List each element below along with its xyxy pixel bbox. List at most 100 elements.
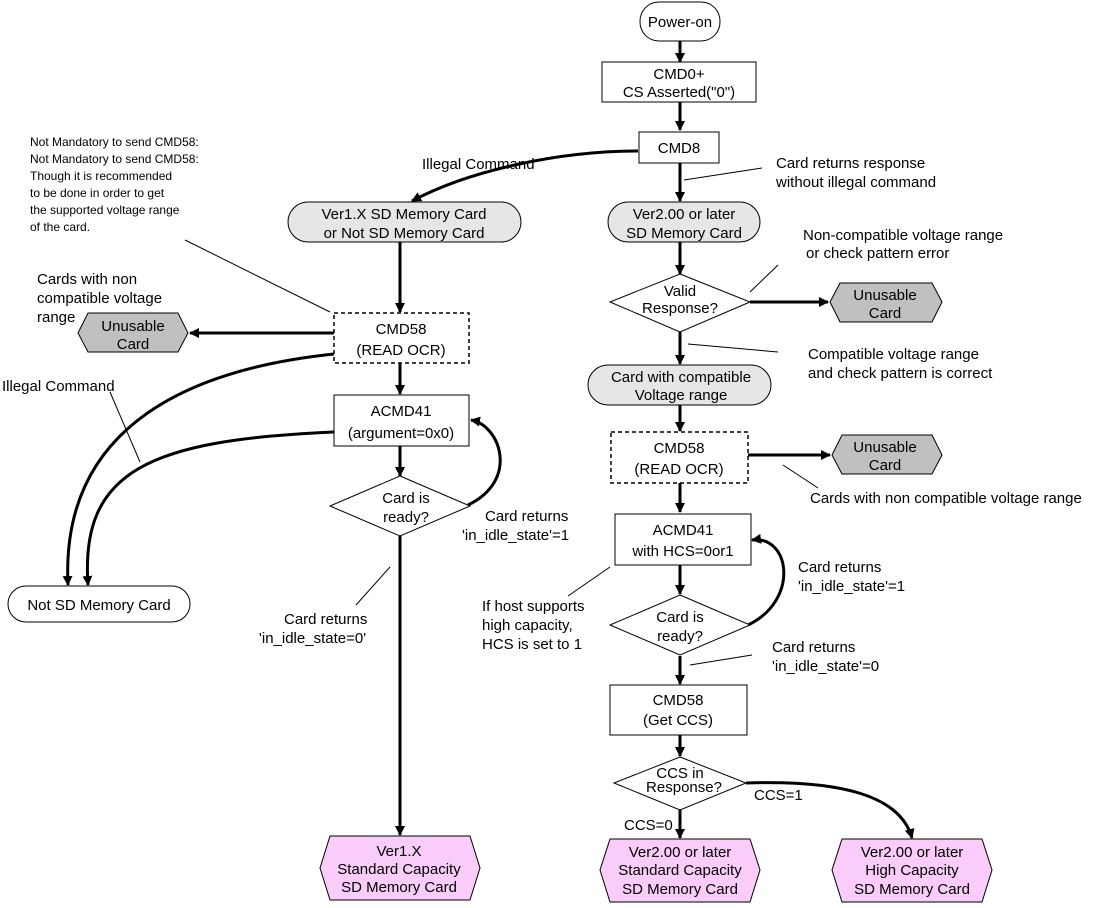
illegal-command-left-label: Illegal Command bbox=[2, 378, 115, 395]
unusable-left-line2: Card bbox=[117, 336, 150, 353]
idle1-right-line2: 'in_idle_state'=1 bbox=[798, 578, 905, 595]
cmd58-read-ocr-right: CMD58 (READ OCR) bbox=[610, 431, 749, 484]
card-returns-response-line1: Card returns response bbox=[776, 155, 925, 172]
annotation-idle0-right: Card returns 'in_idle_state'=0 bbox=[772, 639, 879, 675]
v1-standard-result: Ver1.X Standard Capacity SD Memory Card bbox=[319, 835, 481, 901]
v1-std-line1: Ver1.X bbox=[376, 843, 421, 860]
pointer-non-compatible bbox=[749, 264, 779, 293]
annotation-not-mandatory: Not Mandatory to send CMD58: Not Mandato… bbox=[30, 135, 199, 234]
acmd41-v1-line1: ACMD41 bbox=[371, 403, 432, 420]
non-compatible-line1: Non-compatible voltage range bbox=[803, 227, 1003, 244]
ccs-response-line2: Response? bbox=[646, 779, 722, 796]
annotation-host-supports: If host supports high capacity, HCS is s… bbox=[482, 598, 585, 653]
idle0-left-line2: 'in_idle_state=0' bbox=[259, 630, 366, 647]
annotation-card-returns-response: Card returns response without illegal co… bbox=[775, 155, 936, 191]
valid-response-line2: Response? bbox=[642, 300, 718, 317]
compatible-card-node: Card with compatible Voltage range bbox=[587, 364, 772, 406]
pointer-host-supports bbox=[567, 566, 611, 597]
annotation-idle1-left: Card returns 'in_idle_state'=1 bbox=[462, 508, 569, 544]
host-supports-line3: HCS is set to 1 bbox=[482, 636, 582, 653]
compatible-line1: Compatible voltage range bbox=[808, 346, 979, 363]
pointer-idle0-left bbox=[355, 566, 391, 606]
idle1-right-line1: Card returns bbox=[798, 559, 881, 576]
unusable-left-line1: Unusable bbox=[101, 318, 164, 335]
v2-std-line2: Standard Capacity bbox=[618, 862, 742, 879]
host-supports-line2: high capacity, bbox=[482, 617, 573, 634]
acmd41-v2-line2: with HCS=0or1 bbox=[631, 543, 733, 560]
acmd41-v2-line1: ACMD41 bbox=[653, 522, 714, 539]
illegal-command-top-label: Illegal Command bbox=[422, 156, 535, 173]
pointer-card-returns-response bbox=[683, 167, 763, 181]
cmd58-right-line2: (READ OCR) bbox=[634, 461, 723, 478]
compatible-card-line2: Voltage range bbox=[635, 387, 728, 404]
cmd58-left-line2: (READ OCR) bbox=[356, 342, 445, 359]
annotation-cards-non-compatible-left: Cards with non compatible voltage range bbox=[37, 271, 162, 326]
not-sd-label: Not SD Memory Card bbox=[27, 597, 170, 614]
card-ready-right-line2: ready? bbox=[657, 628, 703, 645]
annotation-pointers bbox=[109, 167, 819, 666]
v2-card-line2: SD Memory Card bbox=[626, 225, 742, 242]
unusable-right-line2: Card bbox=[869, 457, 902, 474]
not-mandatory-line3: Though it is recommended bbox=[30, 169, 172, 183]
idle1-left-line2: 'in_idle_state'=1 bbox=[462, 527, 569, 544]
idle0-right-line2: 'in_idle_state'=0 bbox=[772, 658, 879, 675]
v1-std-line2: Standard Capacity bbox=[337, 861, 461, 878]
v1-card-line2: or Not SD Memory Card bbox=[324, 225, 485, 242]
not-mandatory-line5: the supported voltage range bbox=[30, 203, 180, 217]
v1-card-node: Ver1.X SD Memory Card or Not SD Memory C… bbox=[287, 201, 522, 243]
cmd58-get-ccs-node: CMD58 (Get CCS) bbox=[609, 684, 748, 736]
unusable-right-line1: Unusable bbox=[853, 439, 916, 456]
cmd0-line2: CS Asserted("0") bbox=[623, 84, 735, 101]
cards-nc-left-line3: range bbox=[37, 309, 75, 326]
cards-non-compatible-right-label: Cards with non compatible voltage range bbox=[810, 490, 1082, 507]
arrow-cmd58-notsd bbox=[62, 352, 335, 586]
annotation-idle0-left: Card returns 'in_idle_state=0' bbox=[259, 611, 367, 647]
v2-high-line1: Ver2.00 or later bbox=[861, 844, 964, 861]
annotation-compatible: Compatible voltage range and check patte… bbox=[808, 346, 993, 382]
ccs-response-decision: CCS in Response? bbox=[612, 756, 748, 811]
cards-nc-left-line2: compatible voltage bbox=[37, 290, 162, 307]
unusable-card-top-right: Unusable Card bbox=[829, 282, 943, 323]
power-on-node: Power-on bbox=[639, 1, 721, 42]
pointer-not-mandatory bbox=[184, 239, 331, 313]
not-mandatory-line6: of the card. bbox=[30, 220, 90, 234]
pointer-illegal-command-left bbox=[109, 391, 141, 463]
unusable-tr-line2: Card bbox=[869, 305, 902, 322]
not-mandatory-line4: to be done in order to get bbox=[30, 186, 165, 200]
unusable-card-left: Unusable Card bbox=[77, 312, 189, 353]
compatible-line2: and check pattern is correct bbox=[808, 365, 993, 382]
idle1-left-line1: Card returns bbox=[485, 508, 568, 525]
idle0-left-line1: Card returns bbox=[284, 611, 367, 628]
unusable-tr-line1: Unusable bbox=[853, 287, 916, 304]
connectors bbox=[62, 41, 915, 839]
card-ready-decision-right: Card is ready? bbox=[608, 594, 752, 656]
not-sd-card-node: Not SD Memory Card bbox=[7, 585, 191, 623]
acmd41-v1-node: ACMD41 (argument=0x0) bbox=[333, 394, 470, 447]
unusable-card-right: Unusable Card bbox=[831, 434, 943, 475]
ccs-response-line1: CCS in bbox=[656, 765, 704, 782]
v2-card-node: Ver2.00 or later SD Memory Card bbox=[607, 201, 761, 243]
pointer-compatible bbox=[687, 343, 779, 353]
not-mandatory-line1: Not Mandatory to send CMD58: bbox=[30, 135, 199, 149]
v2-std-line1: Ver2.00 or later bbox=[629, 844, 732, 861]
power-on-label: Power-on bbox=[648, 14, 712, 31]
arrow-cmd8-v1 bbox=[411, 149, 639, 203]
acmd41-v2-node: ACMD41 with HCS=0or1 bbox=[614, 513, 752, 566]
v2-high-result: Ver2.00 or later High Capacity SD Memory… bbox=[831, 838, 993, 903]
v2-card-line1: Ver2.00 or later bbox=[633, 206, 736, 223]
card-returns-response-line2: without illegal command bbox=[775, 174, 936, 191]
v1-std-line3: SD Memory Card bbox=[341, 879, 457, 896]
cmd58-left-line1: CMD58 bbox=[376, 321, 427, 338]
cmd8-label: CMD8 bbox=[658, 140, 701, 157]
non-compatible-line2: or check pattern error bbox=[806, 245, 949, 262]
v2-high-line3: SD Memory Card bbox=[854, 881, 970, 898]
compatible-card-line1: Card with compatible bbox=[611, 369, 751, 386]
idle0-right-line1: Card returns bbox=[772, 639, 855, 656]
cmd58-read-ocr-left: CMD58 (READ OCR) bbox=[333, 312, 470, 364]
cmd58-ccs-line2: (Get CCS) bbox=[643, 712, 713, 729]
valid-response-line1: Valid bbox=[664, 283, 696, 300]
annotation-idle1-right: Card returns 'in_idle_state'=1 bbox=[798, 559, 905, 595]
annotation-non-compatible: Non-compatible voltage range or check pa… bbox=[803, 227, 1003, 262]
v2-std-line3: SD Memory Card bbox=[622, 881, 738, 898]
